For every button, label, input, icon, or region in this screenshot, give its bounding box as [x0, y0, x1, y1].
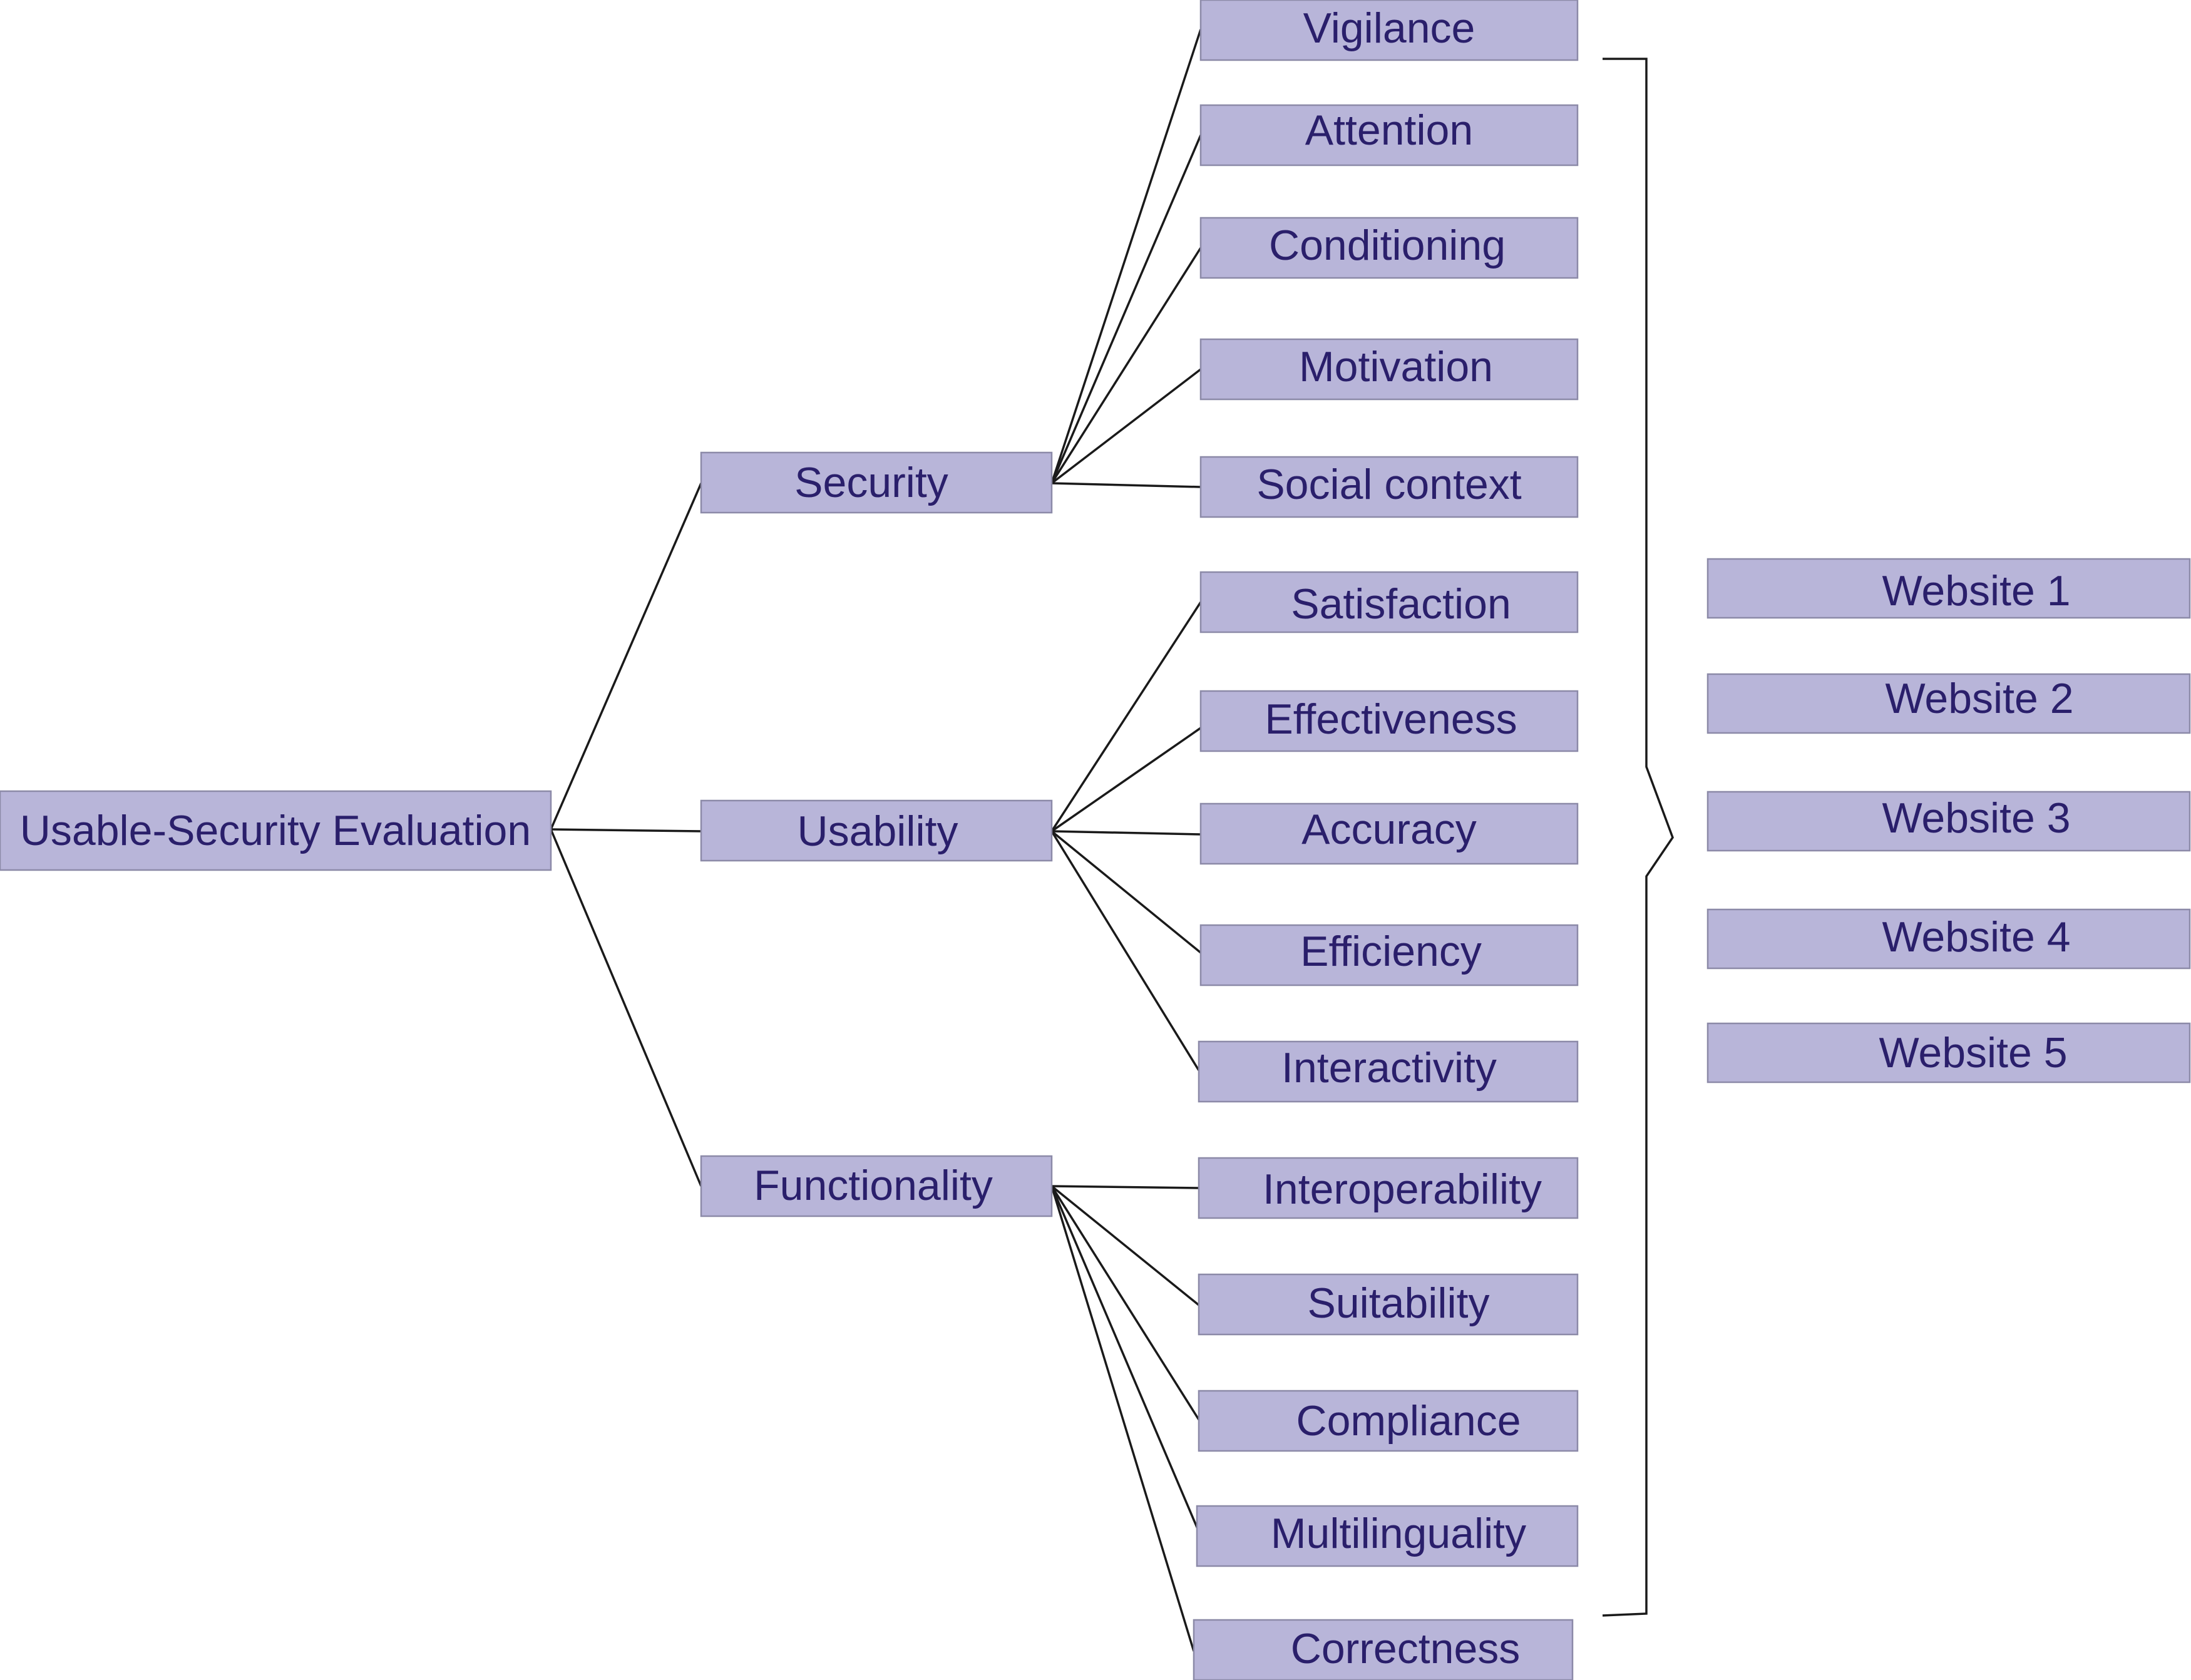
- criterion-interoperability-label: Interoperability: [1263, 1165, 1542, 1213]
- root-connectors: [550, 483, 702, 1187]
- criterion-conditioning-box: [1199, 217, 1579, 279]
- connector-functionality-suitability: [1050, 1185, 1200, 1306]
- criterion-interactivity-label: Interactivity: [1281, 1044, 1497, 1092]
- criterion-correctness-label: Correctness: [1291, 1625, 1521, 1672]
- alternative-website-1-box: [1706, 558, 2191, 619]
- criterion-compliance-label: Compliance: [1296, 1397, 1521, 1445]
- criterion-accuracy-box: [1199, 802, 1579, 865]
- root-box: [0, 790, 552, 871]
- category-security: Security: [700, 451, 1053, 514]
- connector-usability-interactivity: [1050, 831, 1200, 1071]
- connector-security-social-context: [1051, 482, 1201, 488]
- criterion-vigilance-box: [1199, 0, 1579, 61]
- connector-usability-accuracy: [1051, 830, 1201, 836]
- security-connectors: [1050, 29, 1202, 488]
- criterion-accuracy-label: Accuracy: [1301, 806, 1477, 853]
- connector-security-attention: [1050, 135, 1202, 484]
- root-label: Usable-Security Evaluation: [20, 807, 531, 854]
- alternative-website-1-label: Website 1: [1882, 567, 2070, 615]
- criterion-social-context-label: Social context: [1256, 461, 1521, 508]
- connector-security-motivation: [1050, 368, 1202, 484]
- connector-security-vigilance: [1050, 29, 1202, 484]
- category-usability: Usability: [700, 799, 1053, 862]
- criterion-compliance-box: [1198, 1390, 1579, 1452]
- connector-root-usability: [550, 828, 702, 832]
- connector-usability-efficiency: [1050, 830, 1202, 954]
- alternatives: Website 1 Website 2 Website 3 Website 4 …: [1706, 558, 2191, 1083]
- criteria-usability: Satisfaction Effectiveness Accuracy Effi…: [1198, 571, 1579, 1103]
- criterion-suitability-box: [1198, 1273, 1579, 1336]
- connector-root-security: [550, 483, 702, 830]
- criterion-conditioning-label: Conditioning: [1269, 222, 1506, 269]
- alternative-website-4-box: [1706, 908, 2191, 970]
- functionality-connectors: [1050, 1185, 1200, 1652]
- curly-brace: [1602, 58, 1674, 1617]
- criterion-interactivity-box: [1198, 1040, 1579, 1103]
- connector-root-functionality: [550, 829, 702, 1187]
- criteria-security: Vigilance Attention Conditioning Motivat…: [1199, 0, 1579, 518]
- criterion-efficiency-label: Efficiency: [1300, 928, 1482, 975]
- root-node: Usable-Security Evaluation: [0, 790, 552, 871]
- connector-usability-satisfaction: [1050, 602, 1202, 832]
- criterion-efficiency-box: [1199, 924, 1579, 986]
- alternative-website-3-label: Website 3: [1882, 794, 2070, 842]
- criterion-correctness-box: [1193, 1619, 1574, 1680]
- criterion-attention-box: [1199, 104, 1579, 166]
- criterion-social-context-box: [1199, 456, 1579, 518]
- criterion-satisfaction-label: Satisfaction: [1291, 580, 1511, 628]
- criterion-suitability-label: Suitability: [1307, 1279, 1489, 1327]
- alternative-website-4-label: Website 4: [1882, 913, 2070, 961]
- alternative-website-2-box: [1706, 673, 2191, 734]
- criterion-effectiveness-box: [1199, 690, 1579, 752]
- category-functionality: Functionality: [700, 1155, 1053, 1217]
- category-security-label: Security: [794, 459, 948, 506]
- criterion-satisfaction-box: [1199, 571, 1579, 633]
- connector-functionality-compliance: [1050, 1186, 1200, 1420]
- criterion-multilinguality-label: Multilinguality: [1271, 1510, 1526, 1557]
- category-functionality-box: [700, 1155, 1053, 1217]
- alternative-website-5-label: Website 5: [1879, 1029, 2067, 1077]
- category-usability-box: [700, 799, 1053, 862]
- category-functionality-label: Functionality: [754, 1162, 993, 1209]
- criterion-motivation-label: Motivation: [1299, 343, 1493, 391]
- usability-connectors: [1050, 602, 1202, 1071]
- connector-functionality-correctness: [1050, 1186, 1195, 1652]
- connector-functionality-multilinguality: [1050, 1186, 1200, 1532]
- criterion-effectiveness-label: Effectiveness: [1265, 695, 1517, 743]
- connector-usability-effectiveness: [1051, 727, 1201, 832]
- connector-security-conditioning: [1050, 247, 1202, 484]
- alternative-website-2-label: Website 2: [1885, 675, 2073, 722]
- criterion-interoperability-box: [1198, 1157, 1579, 1219]
- criterion-multilinguality-box: [1196, 1505, 1579, 1567]
- alternative-website-5-box: [1706, 1022, 2191, 1083]
- category-usability-label: Usability: [798, 807, 958, 855]
- criterion-attention-label: Attention: [1305, 106, 1473, 154]
- alternative-website-3-box: [1706, 791, 2191, 852]
- connector-functionality-interoperability: [1051, 1185, 1199, 1189]
- criterion-vigilance-label: Vigilance: [1303, 4, 1475, 52]
- category-security-box: [700, 451, 1053, 514]
- criterion-motivation-box: [1199, 338, 1579, 401]
- criteria-functionality: Interoperability Suitability Compliance …: [1193, 1157, 1579, 1680]
